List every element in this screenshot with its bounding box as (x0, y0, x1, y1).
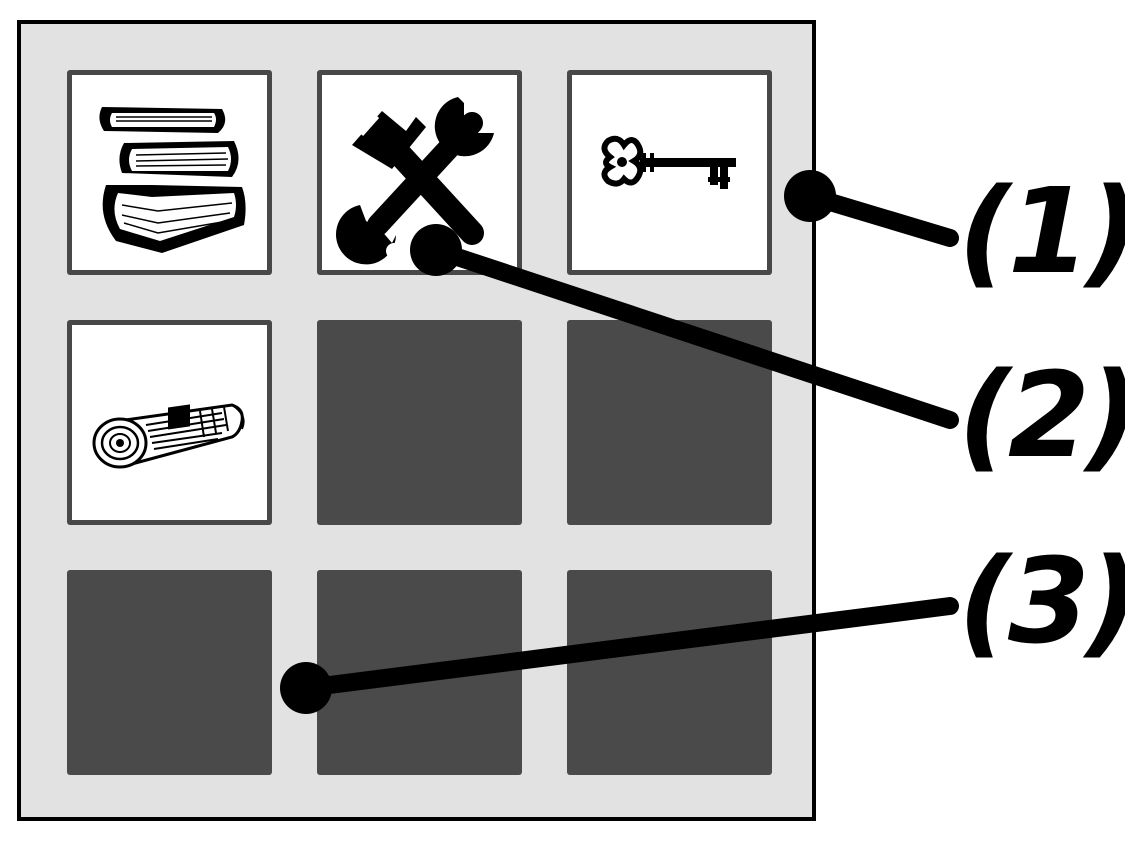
callout-label-2: (2) (958, 346, 1125, 484)
books-icon (99, 107, 246, 253)
inventory-slot-empty[interactable] (67, 570, 272, 775)
callout-label-1: (1) (958, 162, 1125, 300)
inventory-panel (17, 20, 816, 821)
tools-icon (336, 97, 494, 265)
inventory-slot-empty[interactable] (317, 570, 522, 775)
key-icon (601, 135, 736, 189)
inventory-slot-key[interactable] (567, 70, 772, 275)
newspaper-icon (92, 403, 245, 469)
inventory-slot-empty[interactable] (567, 320, 772, 525)
callout-label-3: (3) (958, 532, 1125, 670)
callout-line-1 (801, 187, 959, 247)
inventory-slot-empty[interactable] (567, 570, 772, 775)
inventory-slot-newspaper[interactable] (67, 320, 272, 525)
inventory-slot-tools[interactable] (317, 70, 522, 275)
inventory-slot-empty[interactable] (317, 320, 522, 525)
inventory-slot-books[interactable] (67, 70, 272, 275)
